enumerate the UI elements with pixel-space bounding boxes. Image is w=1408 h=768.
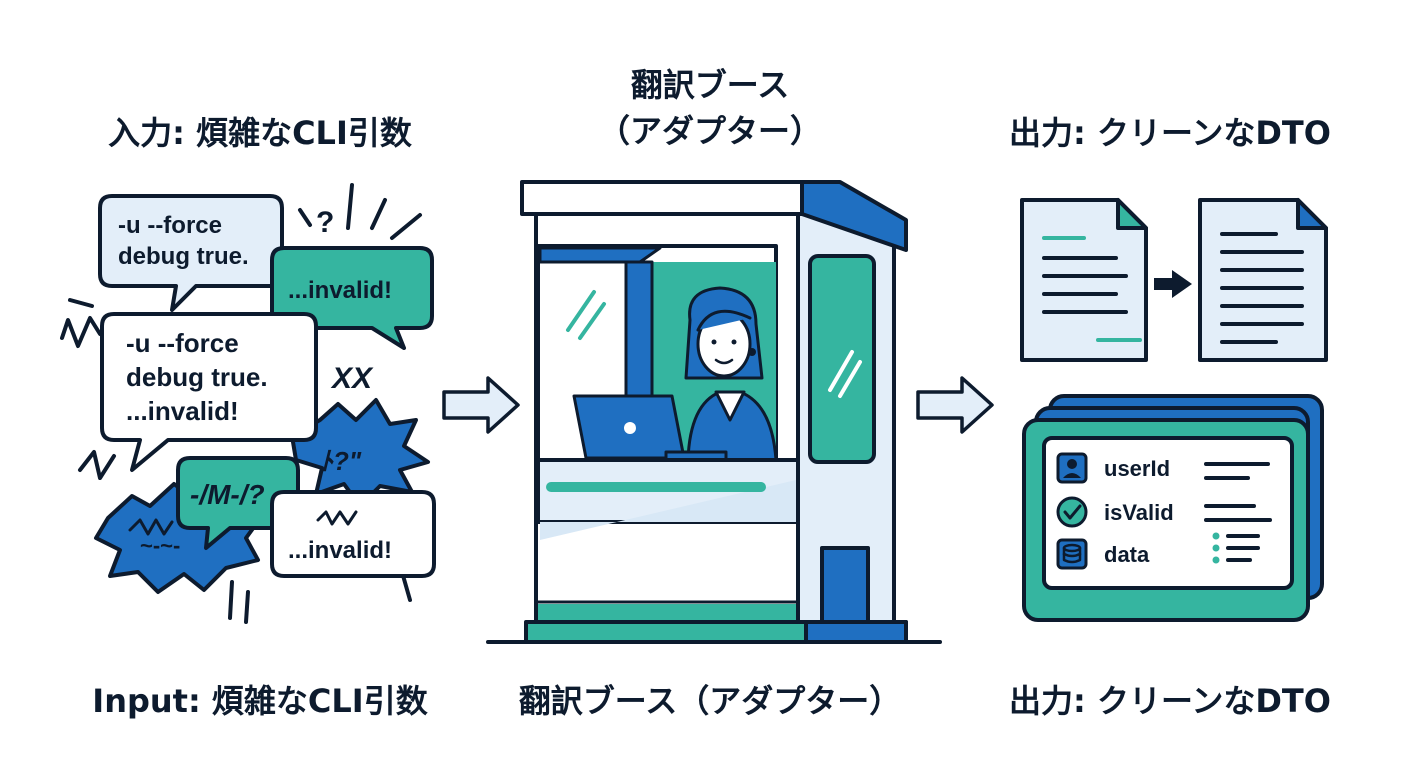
scribble-zigzag-2 xyxy=(316,510,358,526)
document-after-icon xyxy=(1198,198,1328,362)
scribble-question: ? xyxy=(316,206,334,239)
speech-bubble-3-line-1: -u --force xyxy=(126,328,239,358)
booth-trim-stripe xyxy=(538,604,796,620)
scribble-burst-text: ﾄ?" xyxy=(320,446,362,476)
window-glare-icon xyxy=(566,290,596,332)
speech-bubble-1-line-1: -u --force xyxy=(118,212,222,239)
window-glare-icon xyxy=(828,350,854,392)
speech-bubble-3-line-2: debug true. xyxy=(126,362,268,392)
dto-field-data: data xyxy=(1104,542,1150,567)
dto-card-inner xyxy=(1042,436,1294,590)
booth-interior-wall xyxy=(538,246,662,264)
booth-counter-shadow xyxy=(540,480,796,540)
booth-title-line-2: （アダプター） xyxy=(597,112,822,150)
speech-bubble-5 xyxy=(270,490,436,578)
arrow-right-icon xyxy=(442,376,520,434)
speech-bubble-3 xyxy=(100,312,318,472)
dto-field-userid: userId xyxy=(1104,456,1170,481)
speech-bubble-3-line-3: ...invalid! xyxy=(126,396,239,426)
booth-title: 翻訳ブース （アダプター） xyxy=(520,62,900,154)
scribble-zigzag xyxy=(128,518,174,536)
arrow-right-icon xyxy=(916,376,994,434)
booth-counter-stripe xyxy=(546,482,766,492)
speech-bubble-5-text: ...invalid! xyxy=(288,537,392,564)
interpreter-person-icon xyxy=(684,286,778,462)
window-glare-icon xyxy=(838,360,862,398)
speech-bubble-4-text: -/M-/? xyxy=(190,479,265,510)
speech-bubble-2-text: ...invalid! xyxy=(288,277,392,304)
document-before-icon xyxy=(1020,198,1148,362)
booth-door xyxy=(820,546,870,624)
scribble-squiggle: ~-~- xyxy=(140,533,180,558)
dto-value-tree xyxy=(1212,532,1260,564)
booth-title-line-1: 翻訳ブース xyxy=(630,66,790,104)
chaos-burst-right xyxy=(290,398,430,508)
speech-bubble-4 xyxy=(176,456,300,550)
user-icon xyxy=(1056,452,1088,484)
scribble-cross-marks: XX xyxy=(330,362,374,395)
dto-field-isvalid: isValid xyxy=(1104,500,1174,525)
booth-side-window xyxy=(808,254,876,464)
speech-bubble-1-line-2: debug true. xyxy=(118,243,249,270)
chaos-marks xyxy=(60,183,422,624)
database-icon xyxy=(1056,538,1088,570)
input-title: 入力: 煩雑なCLI引数 xyxy=(108,114,412,152)
booth-roof-front xyxy=(520,180,804,216)
output-dto-illustration: userId isValid data xyxy=(1020,198,1328,622)
input-caption: Input: 煩雑なCLI引数 xyxy=(92,682,428,720)
translation-booth-illustration xyxy=(486,180,942,644)
booth-base-side xyxy=(804,620,908,644)
output-title: 出力: クリーンなDTO xyxy=(1009,114,1331,152)
booth-caption: 翻訳ブース（アダプター） xyxy=(518,682,902,720)
output-caption: 出力: クリーンなDTO xyxy=(1009,682,1331,720)
speech-bubble-1 xyxy=(98,194,284,312)
checkmark-icon xyxy=(1056,496,1088,528)
input-chaos-illustration: ? XX ~-~- ﾄ?" -u --force debug true. ...… xyxy=(60,183,436,624)
arrow-right-icon xyxy=(1154,270,1192,298)
window-glare-icon xyxy=(578,302,606,340)
